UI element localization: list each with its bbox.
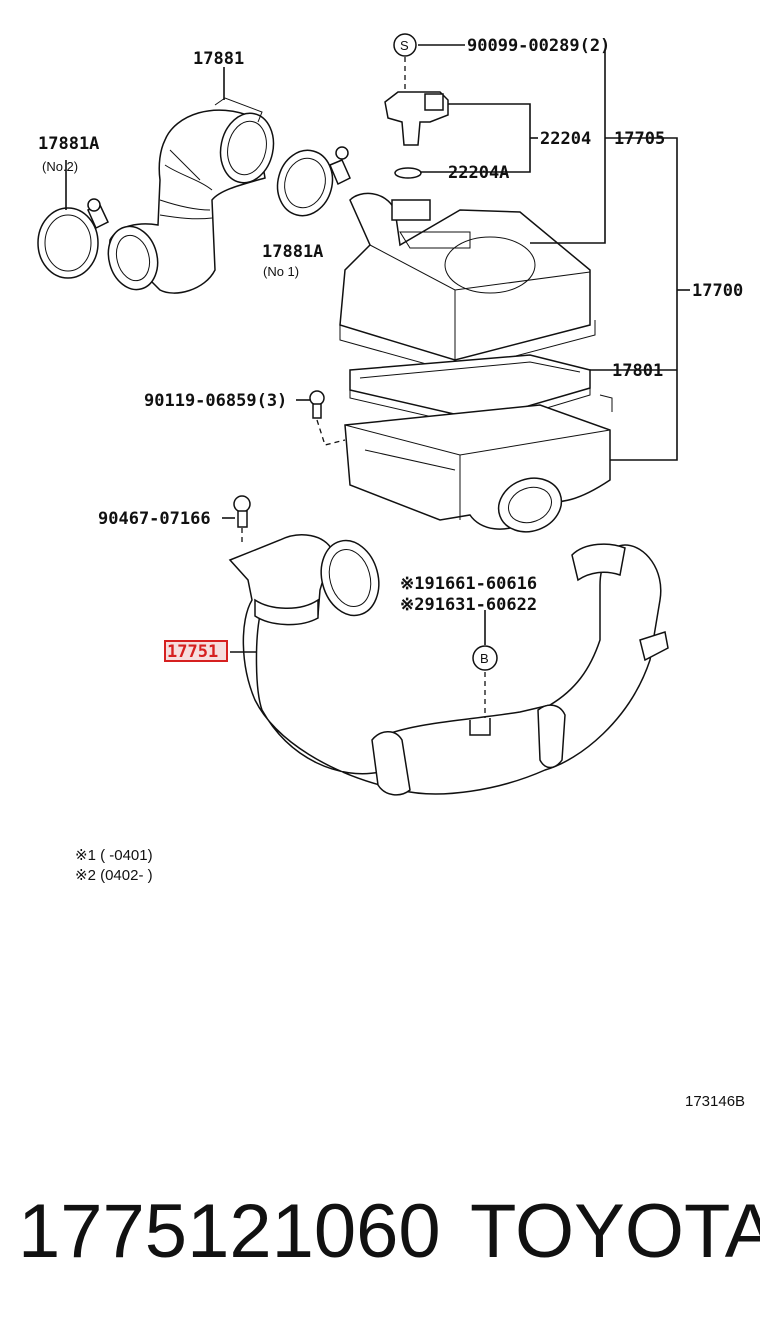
label-90119: 90119-06859(3) <box>144 391 287 411</box>
bolt-90119 <box>309 390 346 446</box>
label-17881a-no2: 17881A <box>38 134 99 154</box>
hose-clamp-no2 <box>37 198 109 279</box>
air-cleaner-case <box>344 394 613 533</box>
label-17881a-no1-sub: (No 1) <box>263 264 299 279</box>
note-2: ※2 (0402- ) <box>75 867 153 884</box>
note-1: ※1 ( -0401) <box>75 847 153 864</box>
brand-name: TOYOTA <box>470 1189 760 1274</box>
label-17881a-no2-sub: (No.2) <box>42 159 78 174</box>
label-17705: 17705 <box>614 129 665 149</box>
part-number: 1775121060 <box>18 1189 441 1274</box>
hose-clamp-no1 <box>276 146 351 217</box>
drawing-id: 173146B <box>685 1093 745 1110</box>
label-17700: 17700 <box>692 281 743 301</box>
air-flow-sensor-22204 <box>384 33 449 146</box>
leader-lines <box>65 44 690 718</box>
label-22204a: 22204A <box>448 163 509 183</box>
label-291631: ※291631-60622 <box>400 595 537 615</box>
symbol-b: B <box>480 651 489 666</box>
label-17881: 17881 <box>193 49 244 69</box>
exploded-view-drawing: 17881 17881A (No.2) 17881A (No 1) S 9009… <box>37 33 745 1110</box>
intake-hose-17881 <box>107 97 275 294</box>
highlight-box <box>164 640 228 662</box>
label-17751: 17751 <box>167 642 218 662</box>
label-191661: ※191661-60616 <box>400 574 537 594</box>
label-22204: 22204 <box>540 129 591 149</box>
intake-duct-17751 <box>228 534 669 796</box>
air-cleaner-cap <box>339 192 596 373</box>
label-17801: 17801 <box>612 361 663 381</box>
symbol-b-circle <box>472 645 498 671</box>
label-90099: 90099-00289(2) <box>467 36 610 56</box>
callout-labels: 17881 17881A (No.2) 17881A (No 1) S 9009… <box>38 36 743 671</box>
screw-90467 <box>233 495 251 545</box>
label-17881a-no1: 17881A <box>262 242 323 262</box>
o-ring-22204a <box>394 167 422 179</box>
symbol-s: S <box>400 38 409 53</box>
label-90467: 90467-07166 <box>98 509 211 529</box>
notes: ※1 ( -0401) ※2 (0402- ) <box>75 847 153 884</box>
